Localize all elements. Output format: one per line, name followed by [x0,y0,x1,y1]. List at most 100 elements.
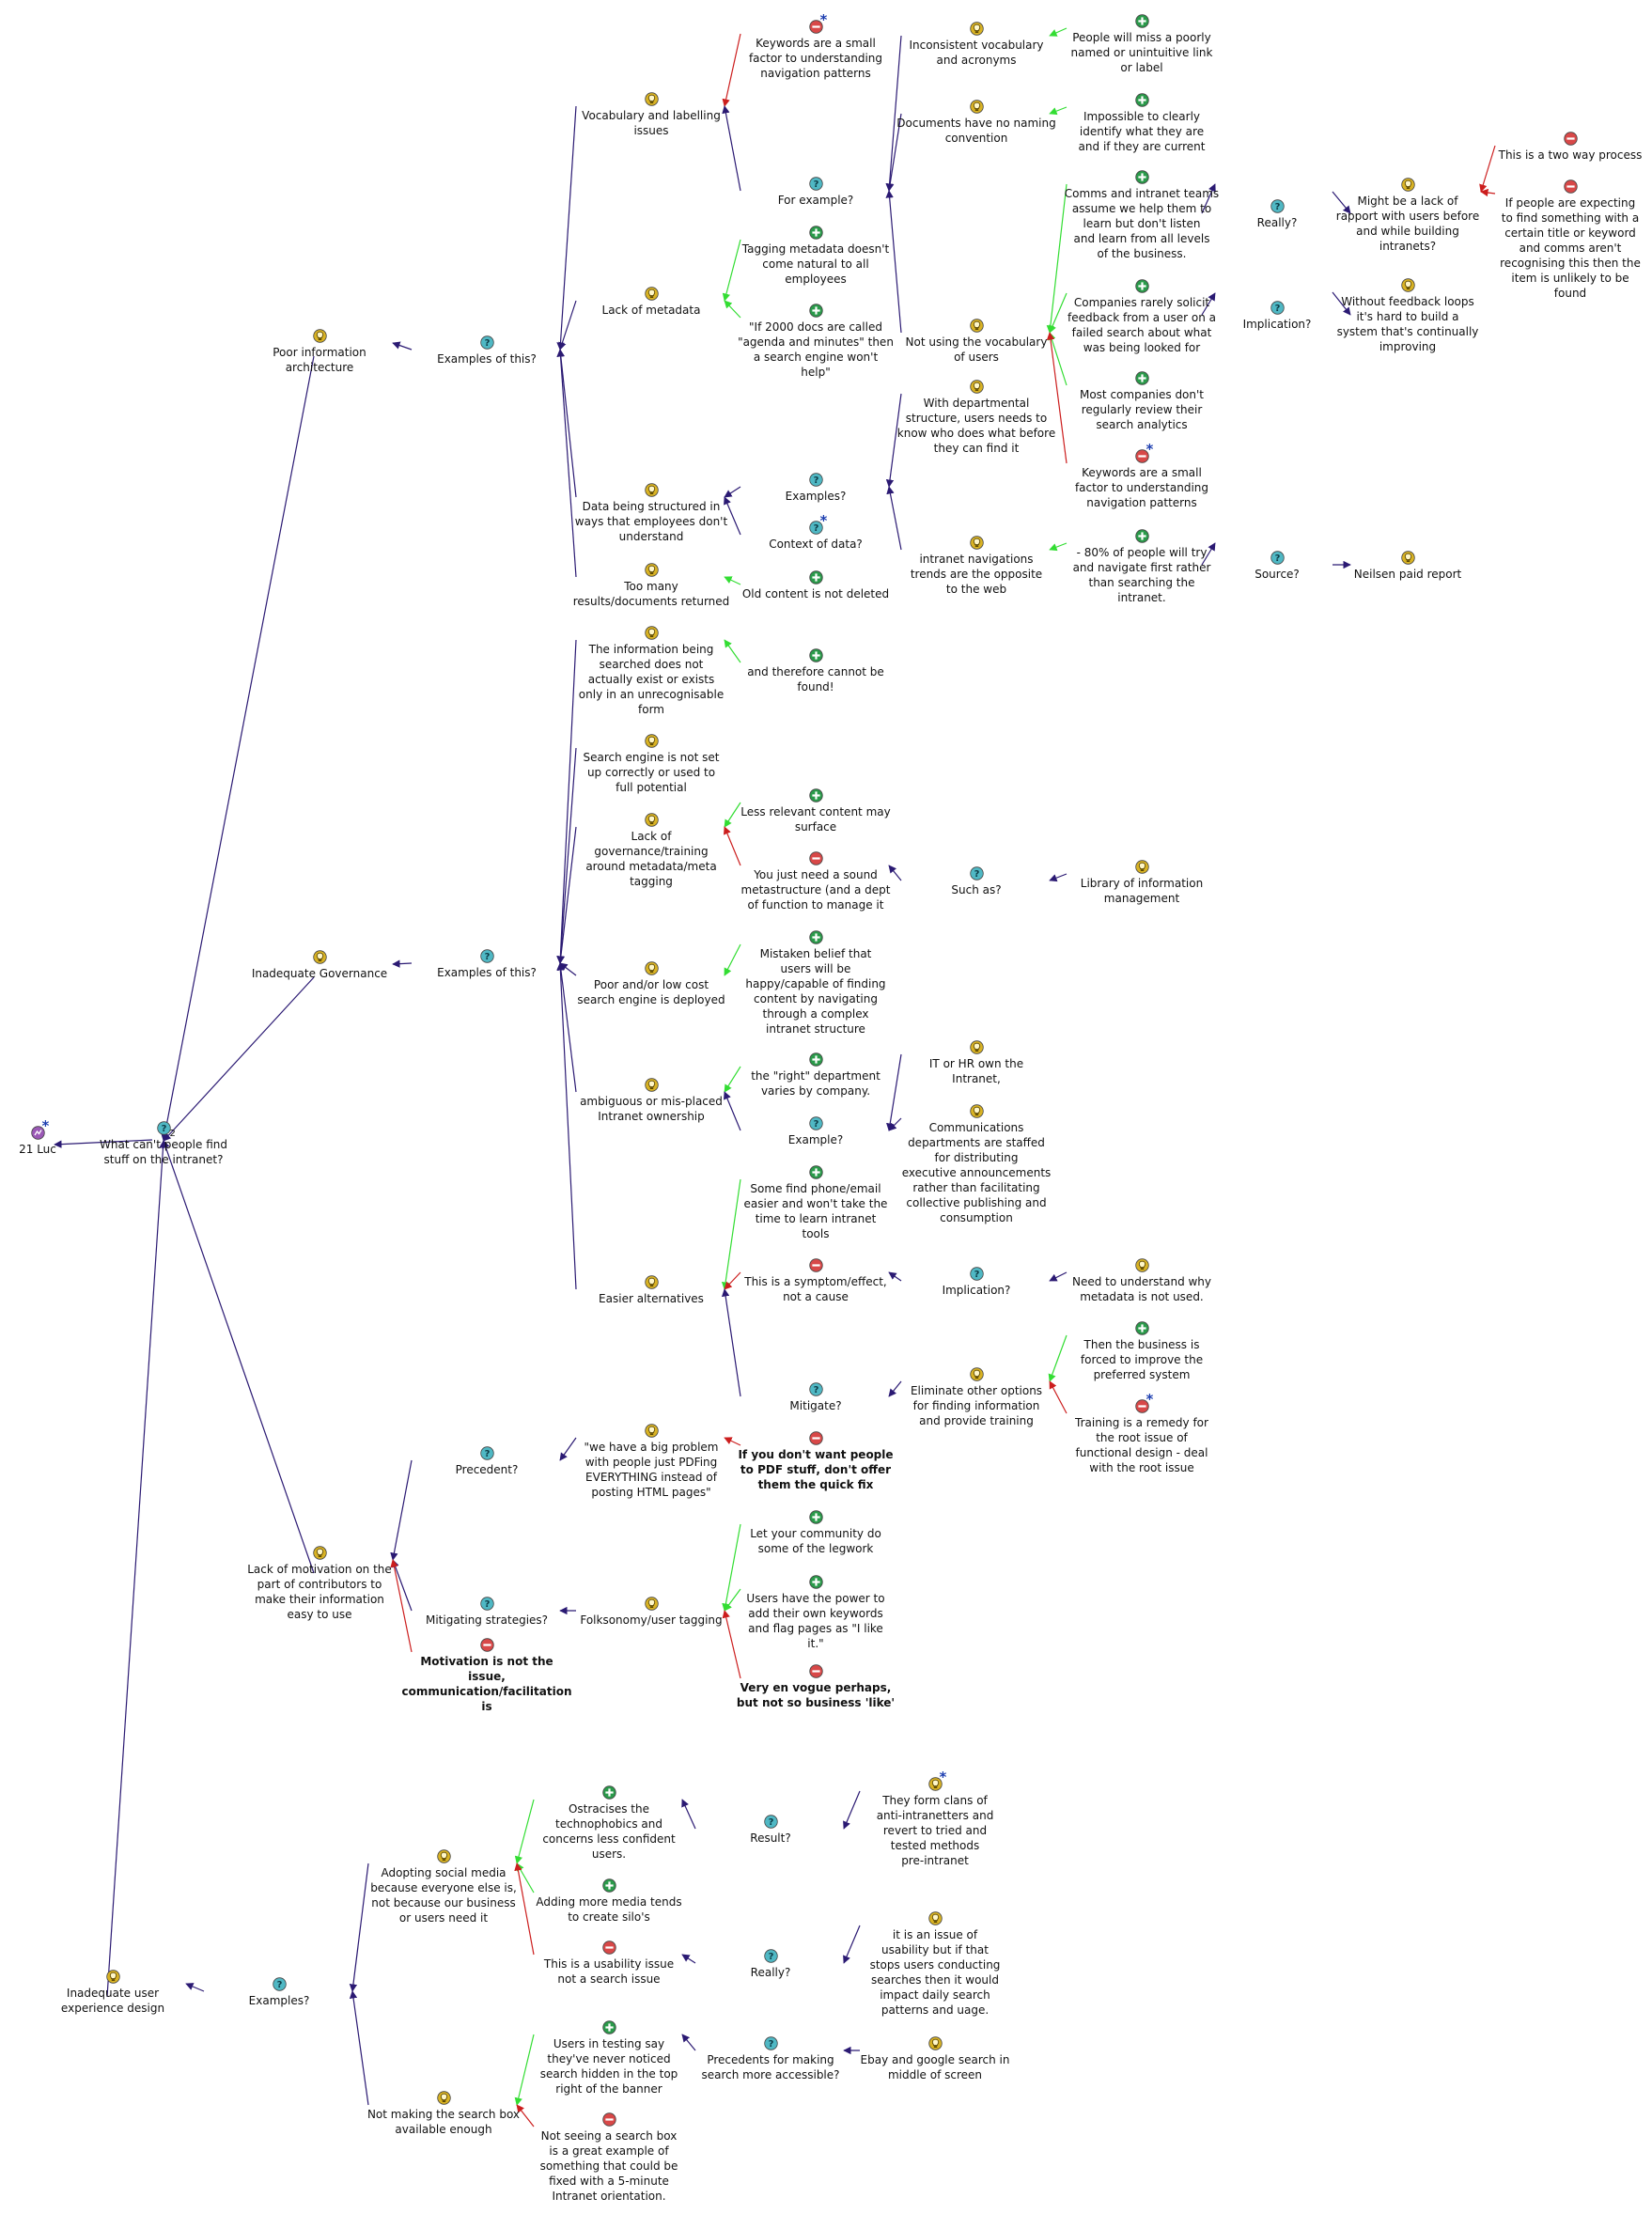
node-infonot[interactable]: The information being searched does not … [562,626,740,717]
lightbulb-icon[interactable] [644,1597,659,1611]
node-itis[interactable]: it is an issue of usability but if that … [846,1911,1024,2018]
lightbulb-icon[interactable] [1134,1258,1149,1272]
lightbulb-icon[interactable] [969,380,984,394]
node-usersintest[interactable]: Users in testing say they've never notic… [520,2020,698,2097]
node-impl2[interactable]: ?Implication? [887,1267,1066,1298]
question-icon[interactable]: ?* [808,514,827,535]
plus-icon[interactable] [808,648,823,662]
plus-icon[interactable] [1134,279,1149,293]
plus-icon[interactable] [808,1052,823,1067]
node-ambig[interactable]: ambiguous or mis-placed Intranet ownersh… [567,1078,736,1124]
lightbulb-icon[interactable] [644,563,659,577]
question-icon[interactable]: ? [808,473,823,487]
question-icon[interactable]: ? [808,1382,823,1396]
minus-icon[interactable] [808,1431,823,1445]
node-notvoc[interactable]: Not using the vocabulary of users [887,319,1066,365]
node-mistaken[interactable]: Mistaken belief that users will be happy… [726,930,905,1037]
node-comms[interactable]: Comms and intranet teams assume we help … [1052,170,1231,261]
plus-icon[interactable] [1134,170,1149,184]
lightbulb-icon[interactable] [436,1849,451,1863]
node-really1[interactable]: ?Really? [1188,199,1366,230]
node-precmaking[interactable]: ?Precedents for making search more acces… [681,2036,860,2082]
node-ex2[interactable]: ?Examples of this? [421,949,553,980]
node-iued[interactable]: Inadequate user experience design [52,1970,174,2016]
node-lessrel[interactable]: Less relevant content may surface [726,788,905,834]
map-icon[interactable]: * [30,1119,49,1140]
minus-icon[interactable] [808,1258,823,1272]
node-intnav[interactable]: intranet navigations trends are the oppo… [887,536,1066,597]
minus-icon[interactable] [808,1664,823,1678]
plus-icon[interactable] [808,930,823,944]
node-mitstrat[interactable]: ?Mitigating strategies? [412,1597,562,1628]
node-ostr[interactable]: Ostracises the technophobics and concern… [520,1785,698,1862]
lightbulb-icon[interactable] [1400,278,1415,292]
node-forex[interactable]: ?For example? [764,177,867,208]
plus-icon[interactable] [601,1878,616,1893]
question-icon[interactable]: ? [1270,551,1285,565]
question-icon[interactable]: ? [1270,199,1285,213]
question-icon[interactable]: ?2 [156,1121,176,1139]
minus-icon[interactable] [479,1638,494,1652]
plus-icon[interactable] [808,1165,823,1179]
minus-icon[interactable] [601,2112,616,2127]
node-suchas[interactable]: ?Such as? [887,866,1066,897]
question-icon[interactable]: ? [763,1815,778,1829]
node-ifpeople[interactable]: If people are expecting to find somethin… [1481,179,1652,301]
lightbulb-icon[interactable] [1400,551,1415,565]
plus-icon[interactable] [808,1575,823,1589]
node-adopting[interactable]: Adopting social media because everyone e… [359,1849,528,1925]
node-ifyou[interactable]: If you don't want people to PDF stuff, d… [726,1431,905,1492]
minus-icon[interactable]: * [1134,1393,1153,1413]
node-source[interactable]: ?Source? [1188,551,1366,582]
node-result[interactable]: ?Result? [681,1815,860,1846]
question-icon[interactable]: ? [479,1597,494,1611]
node-letcomm[interactable]: Let your community do some of the legwor… [726,1510,905,1556]
question-icon[interactable]: ? [969,866,984,881]
node-somefind[interactable]: Some find phone/email easier and won't t… [726,1165,905,1241]
lightbulb-icon[interactable] [969,536,984,550]
question-icon[interactable]: ? [763,2036,778,2050]
lightbulb-icon[interactable] [312,950,327,964]
plus-icon[interactable] [808,1510,823,1524]
node-usab[interactable]: This is a usability issue not a search i… [520,1941,698,1987]
question-icon[interactable]: ? [272,1977,287,1991]
node-right[interactable]: the "right" department varies by company… [726,1052,905,1099]
minus-icon[interactable] [1563,132,1578,146]
node-precedent[interactable]: ?Precedent? [430,1446,543,1477]
node-library[interactable]: Library of information management [1052,860,1231,906]
node-youjust[interactable]: You just need a sound metastructure (and… [726,851,905,912]
plus-icon[interactable] [1134,14,1149,28]
node-mostcomp[interactable]: Most companies don't regularly review th… [1052,371,1231,432]
node-pia[interactable]: Poor information architecture [258,329,381,375]
lightbulb-icon[interactable] [969,319,984,333]
lightbulb-icon[interactable] [1400,178,1415,192]
node-commdep[interactable]: Communications departments are staffed f… [887,1104,1066,1225]
node-vocab[interactable]: Vocabulary and labelling issues [562,92,740,138]
lightbulb-icon[interactable] [644,813,659,827]
minus-icon[interactable] [601,1941,616,1955]
lightbulb-icon[interactable] [969,100,984,114]
lightbulb-icon[interactable] [312,329,327,343]
minus-icon[interactable]: * [1134,443,1153,463]
node-mitigate[interactable]: ?Mitigate? [726,1382,905,1413]
node-pmiss[interactable]: People will miss a poorly named or unint… [1052,14,1231,75]
node-folk[interactable]: Folksonomy/user tagging [567,1597,736,1628]
question-icon[interactable]: ? [479,335,494,350]
node-neilsen[interactable]: Neilsen paid report [1333,551,1483,582]
lightbulb-icon[interactable] [644,1424,659,1438]
node-ithr[interactable]: IT or HR own the Intranet, [887,1040,1066,1086]
node-examples3[interactable]: ?Examples? [223,1977,335,2008]
lightbulb-icon[interactable]: * [927,1770,946,1791]
node-twoway[interactable]: This is a two way process [1476,132,1652,163]
lightbulb-icon[interactable] [436,2091,451,2105]
minus-icon[interactable] [1563,179,1578,194]
node-vogue[interactable]: Very en vogue perhaps, but not so busine… [726,1664,905,1710]
node-motnot[interactable]: Motivation is not the issue, communicati… [397,1638,576,1714]
lightbulb-icon[interactable] [105,1970,120,1984]
node-woloops[interactable]: Without feedback loops it's hard to buil… [1318,278,1497,354]
node-training[interactable]: *Training is a remedy for the root issue… [1052,1393,1231,1475]
node-poorlow[interactable]: Poor and/or low cost search engine is de… [567,961,736,1007]
node-lackmot[interactable]: Lack of motivation on the part of contri… [240,1546,399,1622]
